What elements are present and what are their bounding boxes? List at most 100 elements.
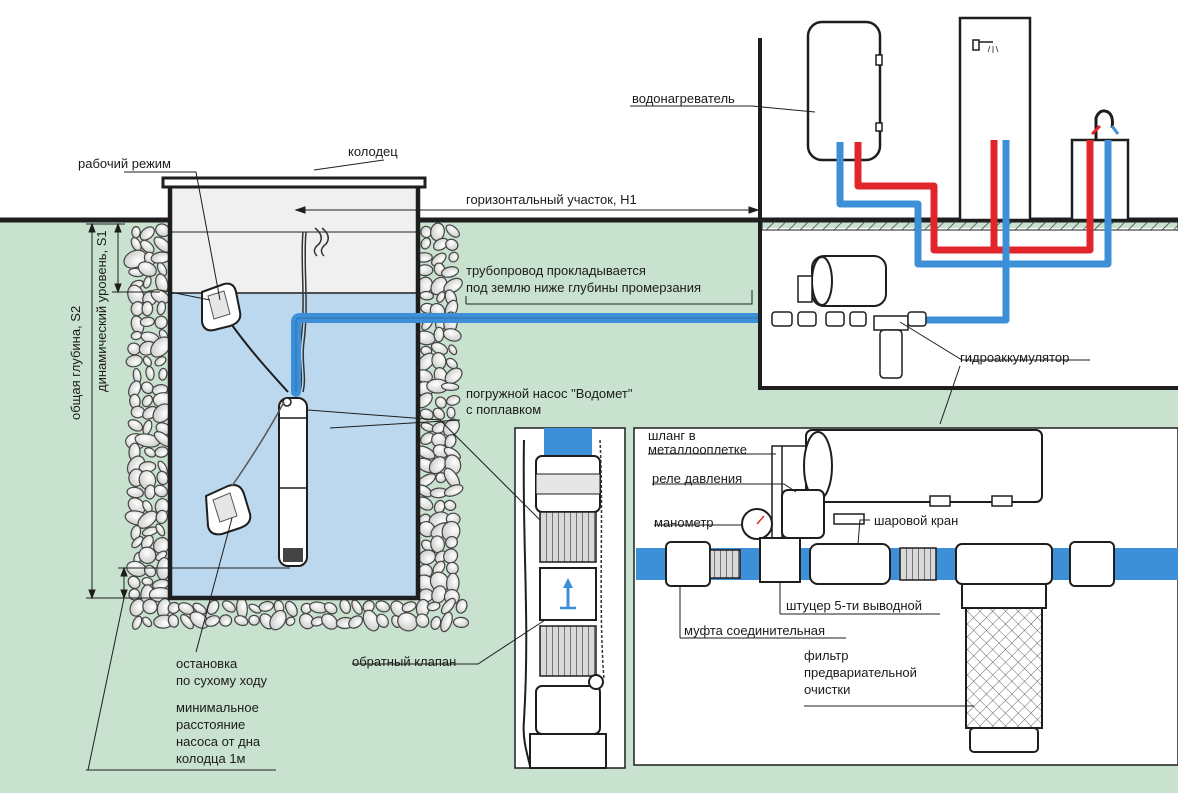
gravel-stone [448, 251, 459, 263]
gravel-stone [156, 300, 167, 316]
label-filter-2: предвариательной [804, 665, 917, 680]
gravel-stone [284, 600, 298, 618]
label-min-distance-3: насоса от дна [176, 734, 261, 749]
gravel-stone [137, 261, 157, 277]
gravel-stone [443, 484, 464, 497]
gravel-stone [145, 365, 155, 381]
label-filter-3: очистки [804, 682, 851, 697]
gravel-stone [154, 315, 168, 330]
gravel-stone [156, 470, 169, 486]
gravel-stone [138, 546, 157, 565]
label-pressure-relay: реле давления [652, 471, 743, 486]
gravel-stone [446, 406, 456, 419]
gravel-stone [125, 354, 143, 368]
gravel-stone [397, 612, 418, 632]
gravel-stone [154, 356, 167, 367]
gravel-stone [139, 226, 155, 241]
label-min-distance-2: расстояние [176, 717, 246, 732]
gravel-stone [443, 548, 459, 564]
hot-water-pipes [854, 140, 1094, 254]
label-dry-run-2: по сухому ходу [176, 673, 268, 688]
label-water-heater: водонагреватель [632, 91, 735, 106]
gravel-stone [445, 224, 460, 238]
gravel-stone [442, 328, 462, 342]
gravel-stone [446, 394, 461, 406]
gravel-stone [376, 613, 389, 628]
horizontal-section-arrow [294, 206, 760, 214]
water-heater [806, 20, 883, 162]
dimension-lines [86, 222, 290, 600]
label-accumulator: гидроаккумулятор [960, 350, 1070, 365]
submersible-pump [278, 397, 308, 567]
gravel-stone [455, 598, 468, 614]
accumulator-small [797, 255, 909, 379]
gravel-stone [269, 609, 287, 631]
label-hose-1: шланг в [648, 428, 696, 443]
label-min-distance-1: минимальное [176, 700, 259, 715]
gravel-stone [153, 537, 170, 554]
label-dynamic-level: динамический уровень, S1 [94, 230, 109, 392]
label-working-mode: рабочий режим [78, 156, 171, 171]
cold-water-pipes [836, 140, 1112, 324]
gravel-stone [420, 237, 432, 250]
gravel-stone [141, 394, 154, 408]
gravel-stone [139, 316, 155, 328]
gravel-stone [375, 600, 391, 613]
gravel-stone [436, 291, 446, 303]
gravel-stone [155, 509, 169, 525]
gravel-backfill [123, 222, 470, 633]
gravel-stone [219, 614, 233, 627]
detail-check-valve [514, 427, 626, 769]
label-five-way-fitting: штуцер 5-ти выводной [786, 598, 922, 613]
label-pipeline-2: под землю ниже глубины промерзания [466, 280, 702, 295]
gravel-stone [127, 575, 141, 590]
gravel-stone [452, 616, 470, 629]
gravel-stone [420, 431, 435, 446]
label-filter-1: фильтр [804, 648, 849, 663]
label-dry-run-1: остановка [176, 656, 238, 671]
gravel-stone [248, 603, 262, 614]
gravel-stone [248, 614, 260, 626]
gravel-stone [445, 238, 459, 251]
gravel-stone [285, 616, 296, 627]
gravel-stone [158, 367, 168, 381]
gravel-stone [141, 616, 153, 628]
gravel-stone [127, 419, 144, 432]
gravel-stone [419, 290, 435, 301]
gravel-stone [142, 598, 158, 615]
float-dry-run [204, 401, 285, 536]
gravel-stone [443, 499, 457, 512]
float-working-mode [201, 282, 289, 393]
gravel-stone [415, 613, 430, 628]
label-min-distance-4: колодца 1м [176, 751, 246, 766]
gravel-stone [142, 275, 152, 289]
label-coupling: муфта соединительная [684, 623, 826, 638]
gravel-stone [430, 222, 445, 242]
gravel-stone [298, 613, 315, 630]
gravel-stone [351, 599, 363, 615]
gravel-stone [440, 611, 453, 633]
gravel-stone [221, 600, 236, 613]
label-check-valve: обратный клапан [352, 654, 457, 669]
label-well: колодец [348, 144, 398, 159]
gravel-stone [153, 484, 169, 498]
gravel-stone [445, 535, 458, 549]
sink [1070, 109, 1130, 222]
gravel-stone [155, 523, 166, 537]
gravel-stone [131, 226, 141, 239]
label-pipeline-1: трубопровод прокладывается [466, 263, 646, 278]
label-total-depth: общая глубина, S2 [68, 305, 83, 420]
label-pump-2: с поплавком [466, 402, 542, 417]
gravel-stone [139, 239, 155, 254]
gravel-stone [445, 561, 459, 575]
gravel-stone [167, 614, 180, 628]
gravel-stone [440, 597, 456, 615]
gravel-stone [131, 535, 144, 549]
gravel-stone [204, 615, 221, 627]
label-ball-valve: шаровой кран [874, 513, 959, 528]
label-manometer: манометр [654, 515, 714, 530]
fittings-small [771, 311, 927, 327]
gravel-stone [141, 301, 154, 317]
gravel-stone [128, 588, 141, 601]
leader-lines [86, 105, 1090, 771]
